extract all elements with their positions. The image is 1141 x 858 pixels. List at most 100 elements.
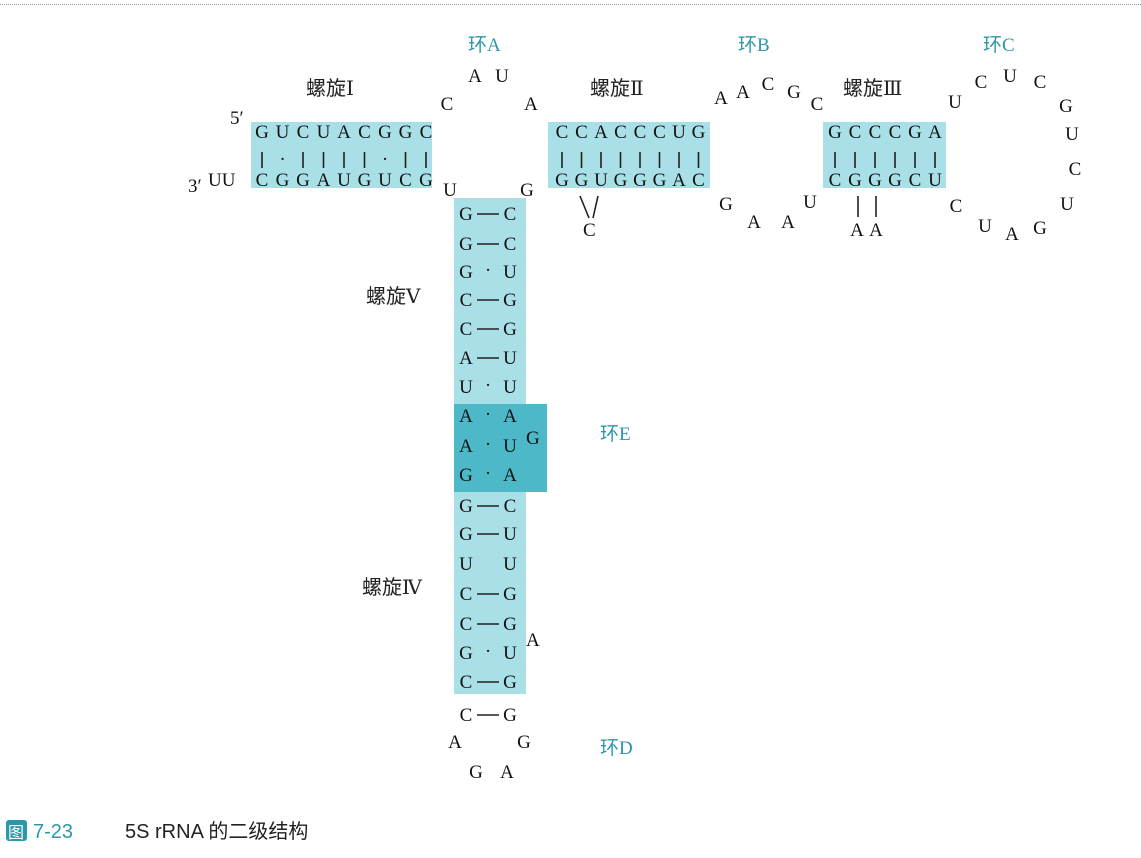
loopC-nt-10: U — [978, 216, 992, 237]
stem-right-nt-11: U — [503, 524, 517, 545]
helix1-top-nt-4: A — [337, 122, 351, 143]
stem-left-nt-5: A — [459, 348, 473, 369]
loopC-nt-11: C — [950, 196, 963, 217]
helix1-top-nt-8: C — [420, 122, 433, 143]
helix3-highlight — [823, 122, 946, 188]
stem-pair-2: · — [485, 260, 491, 281]
stem-left-nt-17: C — [460, 705, 473, 726]
stem-pair-7: · — [485, 404, 491, 425]
stem-right-nt-12: U — [503, 554, 517, 575]
helix3-bulge-nt-1: A — [869, 220, 883, 241]
stem-left-nt-4: C — [460, 319, 473, 340]
loopD-nt-1: G — [469, 762, 483, 783]
helix2-label: 螺旋Ⅱ — [590, 77, 644, 100]
figure-number: 7-23 — [33, 821, 73, 843]
stem-left-nt-1: G — [459, 234, 473, 255]
loopB-top-nt-3: G — [787, 82, 801, 103]
helix4-label: 螺旋Ⅳ — [362, 576, 423, 599]
stem-left-nt-2: G — [459, 262, 473, 283]
helix1-bottom-nt-1: G — [276, 170, 290, 191]
helix1-top-nt-1: U — [276, 122, 290, 143]
junction-nt-0: U — [443, 180, 457, 201]
loopB-top-nt-2: C — [762, 74, 775, 95]
stem-left-nt-7: A — [459, 406, 473, 427]
stem-left-nt-14: C — [460, 614, 473, 635]
helix2-bottom-nt-2: U — [594, 170, 608, 191]
loopB-top-nt-1: A — [736, 82, 750, 103]
loopB-label: 环B — [738, 35, 770, 56]
helix2-top-nt-6: U — [672, 122, 686, 143]
stem-right-nt-15: U — [503, 643, 517, 664]
helix1-pair-1: · — [279, 149, 285, 170]
stem-right-nt-1: C — [504, 234, 517, 255]
stem-right-nt-13: G — [503, 584, 517, 605]
stem-left-nt-3: C — [460, 290, 473, 311]
helix1-top-nt-5: C — [358, 122, 371, 143]
helix3-bottom-nt-1: G — [848, 170, 862, 191]
helix3-top-nt-1: C — [849, 122, 862, 143]
helix2-bottom-nt-6: A — [672, 170, 686, 191]
helix1-top-nt-7: G — [399, 122, 413, 143]
loopB-top-nt-0: A — [714, 88, 728, 109]
loopC-nt-2: U — [1003, 66, 1017, 87]
helix1-bottom-nt-7: C — [399, 170, 412, 191]
helix1-top-nt-0: G — [255, 122, 269, 143]
helix4-highlight — [454, 492, 526, 694]
stem-right-nt-14: G — [503, 614, 517, 635]
loopD-nt-2: A — [500, 762, 514, 783]
helix1-bottom-nt-6: U — [378, 170, 392, 191]
loopC-nt-0: U — [948, 92, 962, 113]
stem-right-nt-16: G — [503, 672, 517, 693]
loopC-nt-1: C — [975, 72, 988, 93]
helix1-highlight — [251, 122, 432, 188]
helix2-top-nt-0: C — [556, 122, 569, 143]
loopB-top-nt-4: C — [811, 94, 824, 115]
stem-pair-8: · — [485, 434, 491, 455]
top-dotted-border — [0, 4, 1141, 5]
stem-left-nt-12: U — [459, 554, 473, 575]
loopD-label: 环D — [600, 738, 633, 759]
helix2-bottom-nt-1: G — [575, 170, 589, 191]
helix1-bottom-nt-2: G — [296, 170, 310, 191]
junction-nt-1: G — [520, 180, 534, 201]
helix2-top-nt-2: A — [594, 122, 608, 143]
helix2-bulge-nucleotide: C — [583, 220, 596, 241]
loopC-nt-3: C — [1034, 72, 1047, 93]
stem-left-nt-0: G — [459, 204, 473, 225]
loopC-nt-7: U — [1060, 194, 1074, 215]
loopC-nt-4: G — [1059, 96, 1073, 117]
helix3-bottom-nt-2: G — [868, 170, 882, 191]
loopA-nt-2: U — [495, 66, 509, 87]
helix3-top-nt-5: A — [928, 122, 942, 143]
loopB-bottom-nt-0: G — [719, 194, 733, 215]
loopC-nt-6: C — [1069, 159, 1082, 180]
helix1-bottom-nt-8: G — [419, 170, 433, 191]
loopE-highlight — [454, 404, 547, 492]
stem-right-nt-17: G — [503, 705, 517, 726]
stem-pair-9: · — [485, 463, 491, 484]
helix2-bulge-connector-left — [579, 195, 590, 219]
helix2-bottom-nt-5: G — [653, 170, 667, 191]
helix3-top-nt-2: C — [869, 122, 882, 143]
helix4-bulge-nucleotide: A — [526, 630, 540, 651]
helix3-bottom-nt-0: C — [829, 170, 842, 191]
loopC-nt-9: A — [1005, 224, 1019, 245]
helix1-bottom-overhang: UU — [208, 170, 236, 191]
helix3-bottom-nt-3: G — [888, 170, 902, 191]
helix2-top-nt-5: C — [653, 122, 666, 143]
figure-icon: 图 — [8, 823, 24, 842]
helix5-highlight — [454, 198, 526, 404]
loopE-bulge-nucleotide: G — [526, 428, 540, 449]
stem-left-nt-11: G — [459, 524, 473, 545]
stem-left-nt-15: G — [459, 643, 473, 664]
loopB-bottom-nt-2: A — [781, 212, 795, 233]
helix3-top-nt-0: G — [828, 122, 842, 143]
helix2-bottom-nt-3: G — [614, 170, 628, 191]
loopA-nt-1: A — [468, 66, 482, 87]
stem-pair-6: · — [485, 375, 491, 396]
loopB-bottom-nt-3: U — [803, 192, 817, 213]
helix2-top-nt-3: C — [614, 122, 627, 143]
stem-right-nt-5: U — [503, 348, 517, 369]
helix1-top-nt-6: G — [378, 122, 392, 143]
